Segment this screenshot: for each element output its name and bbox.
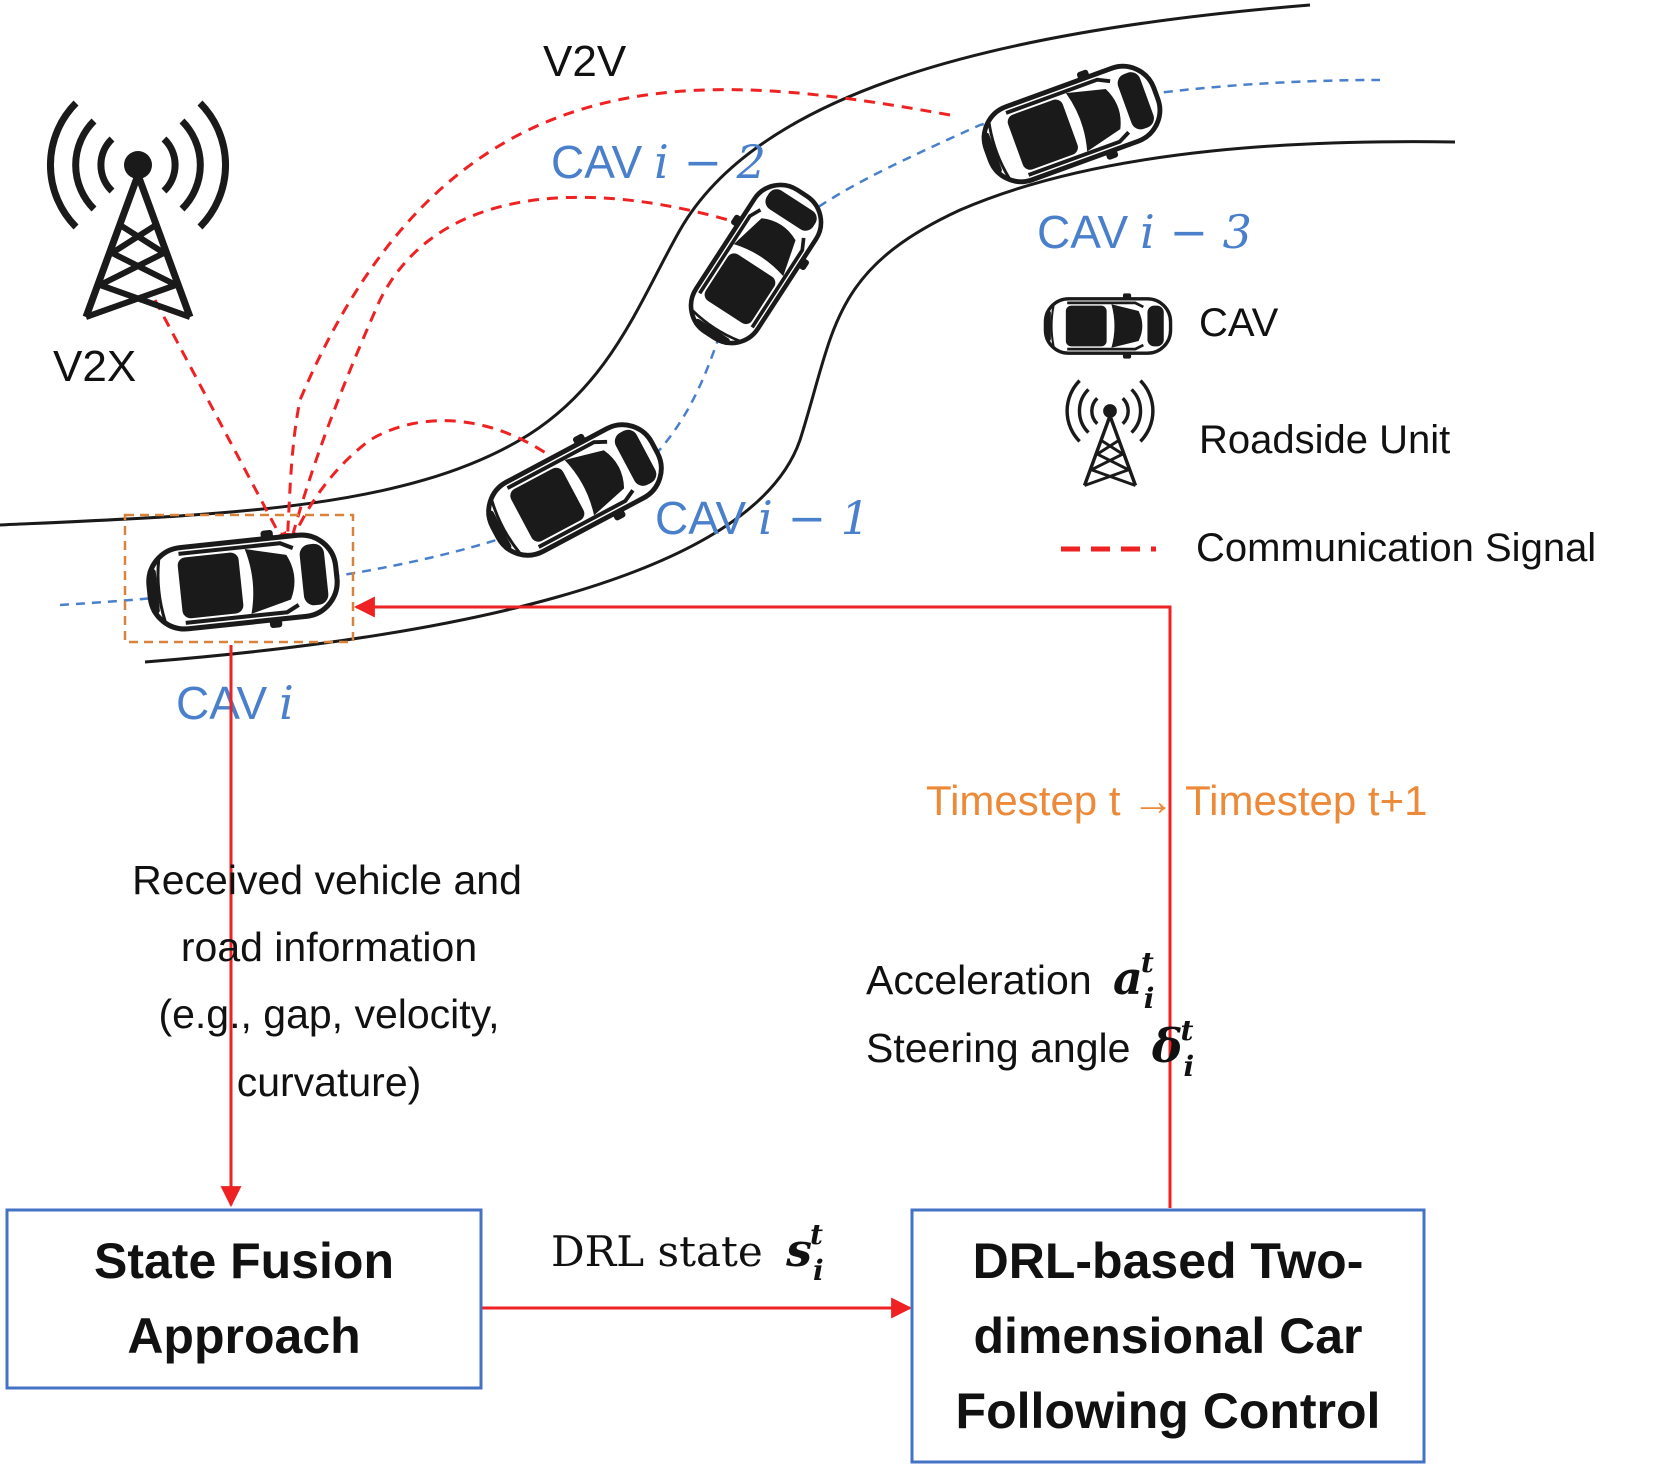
legend-cav-label: CAV xyxy=(1199,301,1279,345)
drl-control-box xyxy=(910,1208,1426,1464)
received-line-2: road information xyxy=(181,924,477,970)
received-line-3: (e.g., gap, velocity, xyxy=(158,991,499,1037)
state-fusion-box xyxy=(5,1208,483,1390)
car-icon xyxy=(673,169,839,359)
car-icon xyxy=(972,50,1172,199)
road-upper-edge xyxy=(0,3,1311,527)
road-lower-edge xyxy=(144,140,1456,664)
received-line-1: Received vehicle and xyxy=(132,857,522,903)
legend-car-icon xyxy=(1043,291,1173,361)
tower-icon xyxy=(50,103,225,317)
legend-signal-label: Communication Signal xyxy=(1196,526,1596,570)
car-icon xyxy=(145,523,342,640)
drl-control-line-1: DRL-based Two- xyxy=(973,1233,1364,1289)
legend-tower-icon xyxy=(1065,378,1155,488)
feedback-arrow xyxy=(353,596,1172,1208)
focus-box-cav-i xyxy=(123,513,355,644)
timestep-label: Timestep t → Timestep t+1 xyxy=(926,777,1427,824)
state-fusion-line-2: Approach xyxy=(127,1308,360,1364)
legend: CAV Roadside Unit Communication Signal xyxy=(1043,291,1596,570)
communication-signals xyxy=(153,88,951,548)
drl-control-line-2: dimensional Car xyxy=(974,1308,1363,1364)
legend-rsu-label: Roadside Unit xyxy=(1199,418,1450,462)
flow-arrows xyxy=(220,596,1172,1319)
state-fusion-line-1: State Fusion xyxy=(94,1233,394,1289)
v2v-label: V2V xyxy=(543,37,627,86)
v2x-label: V2X xyxy=(53,342,136,391)
drl-control-line-3: Following Control xyxy=(956,1383,1381,1439)
received-line-4: curvature) xyxy=(237,1059,422,1105)
received-info-text: Received vehicle and road information (e… xyxy=(132,857,522,1105)
